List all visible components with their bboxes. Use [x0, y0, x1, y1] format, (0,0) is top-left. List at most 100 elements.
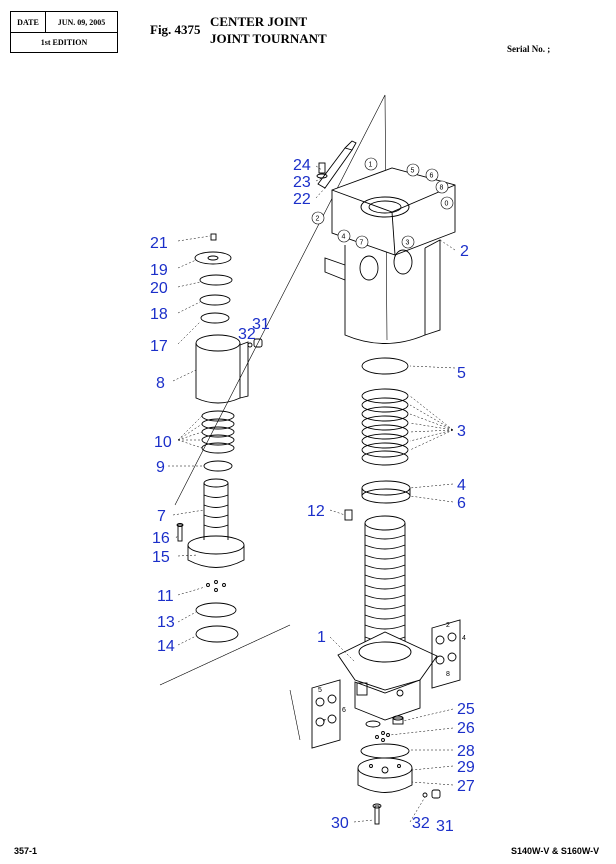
port-mark: 6	[430, 173, 434, 180]
snap-ring-part-18	[199, 294, 231, 306]
seal-part-20	[199, 274, 233, 286]
date-value: JUN. 09, 2005	[57, 17, 106, 27]
packing-stack-part-10	[201, 410, 235, 454]
bolt-part-30	[372, 803, 382, 825]
housing-part-2	[324, 167, 456, 344]
callout-1: 1	[317, 629, 326, 646]
port-mark: 7	[322, 719, 326, 726]
callout-29: 29	[457, 759, 475, 776]
edition-label: 1st EDITION	[40, 38, 88, 47]
seal-part-26	[375, 731, 390, 742]
flange-part-15	[187, 535, 245, 568]
callout-2: 2	[460, 243, 469, 260]
port-plate-left	[311, 679, 341, 749]
callout-17: 17	[150, 338, 168, 355]
callout-30: 30	[331, 815, 349, 832]
screw-part-21	[210, 233, 217, 241]
port-mark: 4	[462, 635, 466, 642]
bolt-part-16	[176, 523, 184, 542]
frame-line	[174, 94, 388, 506]
callout-14: 14	[157, 638, 175, 655]
callout-26: 26	[457, 720, 475, 737]
callout-11: 11	[157, 588, 174, 605]
callout-10: 10	[154, 434, 172, 451]
port-mark: 5	[318, 687, 322, 694]
port-mark: 8	[440, 185, 444, 192]
cover-part-19	[194, 251, 232, 265]
serial-number-label: Serial No. ;	[507, 44, 551, 54]
shaft-part-1	[337, 515, 438, 691]
fitting-part-31-32	[247, 338, 263, 348]
header-info-box: DATE JUN. 09, 2005 1st EDITION	[10, 11, 118, 53]
seal-part-9	[203, 460, 233, 472]
port-mark: 6	[342, 707, 346, 714]
callout-12: 12	[307, 503, 325, 520]
port-mark: 2	[446, 622, 450, 629]
callout-32-bottom: 32	[412, 815, 430, 832]
page-number: 357-1	[14, 846, 38, 856]
header-date-row: DATE JUN. 09, 2005	[11, 12, 117, 33]
cover-part-27	[357, 757, 413, 793]
seal-part-5	[361, 357, 409, 375]
oring-part	[365, 720, 381, 728]
callout-6: 6	[457, 495, 466, 512]
date-label: DATE	[11, 12, 46, 32]
callout-7: 7	[157, 508, 166, 525]
callout-31-left: 31	[252, 316, 270, 333]
callout-23: 23	[293, 174, 311, 191]
port-mark: 5	[411, 168, 415, 175]
callout-20: 20	[150, 280, 168, 297]
port-mark: 7	[360, 240, 364, 247]
figure-number: Fig. 4375	[150, 22, 201, 37]
packing-stack-part-3	[361, 388, 409, 466]
plug-part-25	[392, 715, 404, 725]
callout-4: 4	[457, 477, 466, 494]
ring-part-28	[360, 743, 410, 759]
callout-28: 28	[457, 743, 475, 760]
spool-part-7	[203, 478, 229, 540]
callout-15: 15	[152, 549, 170, 566]
bracket-part-22	[316, 140, 357, 189]
callout-18: 18	[150, 306, 168, 323]
callout-13: 13	[157, 614, 175, 631]
port-mark: 4	[342, 234, 346, 241]
seal-part-11	[206, 580, 226, 592]
callout-19: 19	[150, 262, 168, 279]
port-mark: 2	[316, 216, 320, 223]
model-label: S140W-V & S160W-V	[511, 846, 600, 856]
ring-part-14	[195, 625, 239, 643]
frame-line	[159, 624, 291, 686]
port-mark: 8	[446, 671, 450, 678]
callout-32-left: 32	[238, 326, 256, 343]
callout-16: 16	[152, 530, 170, 547]
port-mark: 1	[369, 162, 373, 169]
port-markings-plates: 2 4 8 5 6 7	[318, 622, 466, 726]
callout-8: 8	[156, 375, 165, 392]
callout-5: 5	[457, 365, 466, 382]
title-french: JOINT TOURNANT	[210, 31, 327, 46]
port-mark: 0	[445, 201, 449, 208]
port-plate-right	[431, 619, 461, 689]
seal-part-17	[200, 312, 230, 324]
body-part-8	[195, 334, 249, 404]
callout-24: 24	[293, 157, 311, 174]
callout-numbers: 21 19 20 18 17 32 31 8 10 9 7 16 15 11 1…	[150, 157, 475, 835]
callout-25: 25	[457, 701, 475, 718]
title-english: CENTER JOINT	[210, 14, 308, 29]
callout-31-bottom: 31	[436, 818, 454, 835]
callout-21: 21	[150, 235, 168, 252]
port-mark: 3	[406, 240, 410, 247]
port-markings-top: 1 5 6 8 0 2 7 3 4	[311, 157, 454, 249]
callout-9: 9	[156, 459, 165, 476]
callout-22: 22	[293, 191, 311, 208]
ring-part-13	[195, 602, 237, 618]
frame-line	[289, 689, 301, 741]
leader-lines	[168, 165, 456, 823]
callout-27: 27	[457, 778, 475, 795]
lower-body	[354, 679, 421, 721]
callout-3: 3	[457, 423, 466, 440]
pin-part-12	[344, 509, 353, 521]
ring-part-4	[361, 480, 411, 504]
plug-part-31	[422, 789, 441, 799]
